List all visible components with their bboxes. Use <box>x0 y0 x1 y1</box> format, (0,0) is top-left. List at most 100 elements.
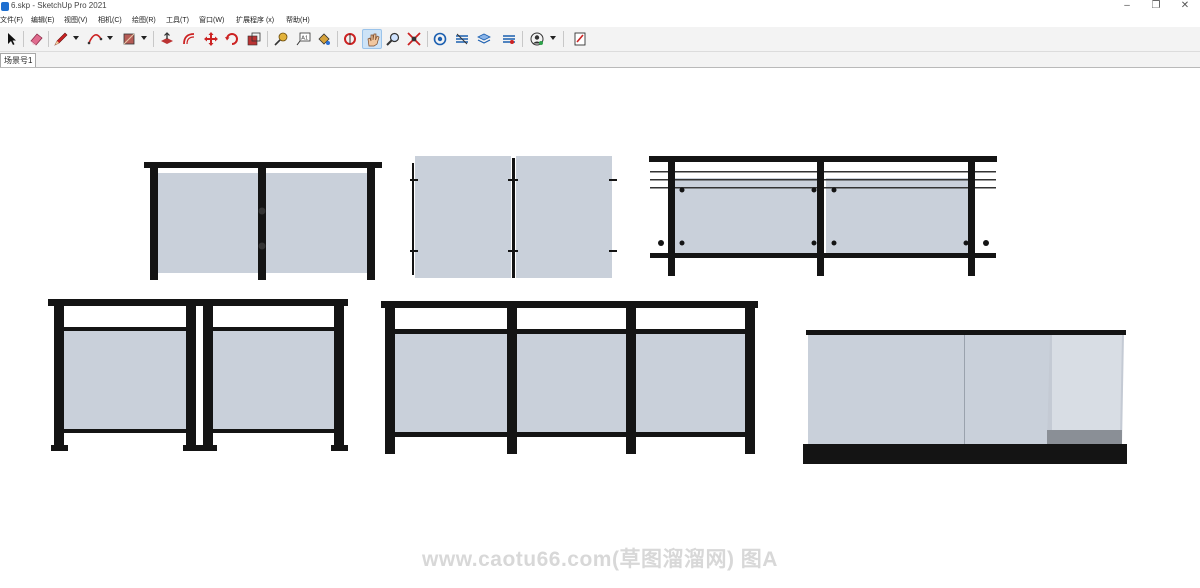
menu-view[interactable]: 视图(V) <box>64 17 88 24</box>
glass-clamp <box>679 240 685 246</box>
mid-rail <box>208 327 339 331</box>
glass-panel <box>516 333 628 433</box>
glass-clamp <box>258 207 266 215</box>
glass-clamp <box>811 240 817 246</box>
post <box>334 306 344 449</box>
bottom-rail <box>208 429 339 433</box>
glass-panel <box>63 330 188 430</box>
send-to-layout-button[interactable] <box>570 29 590 49</box>
shape-dropdown-icon[interactable] <box>141 36 147 40</box>
glass-clamp <box>508 179 518 181</box>
menu-tools[interactable]: 工具(T) <box>166 17 189 24</box>
top-rail <box>806 330 1126 335</box>
push-pull-tool-button[interactable] <box>157 29 177 49</box>
arc-tool-icon <box>87 34 103 45</box>
post <box>385 308 395 454</box>
offset-tool-button[interactable] <box>179 29 199 49</box>
orbit-tool-icon <box>344 33 356 45</box>
post <box>54 306 64 449</box>
post-base <box>331 445 348 451</box>
glass-clamp <box>983 240 989 246</box>
push-pull-tool-icon <box>161 32 173 44</box>
account-button[interactable] <box>527 29 547 49</box>
post <box>968 162 975 276</box>
railing-model-4[interactable] <box>48 299 348 451</box>
extension-warehouse-button[interactable] <box>452 29 472 49</box>
pan-tool-button[interactable] <box>362 29 382 49</box>
glass-clamp <box>410 179 418 181</box>
menu-help[interactable]: 帮助(H) <box>286 17 310 24</box>
railing-model-6[interactable] <box>803 330 1127 464</box>
railing-model-view[interactable] <box>0 68 1200 588</box>
glass-panel <box>266 173 368 273</box>
railing-model-2[interactable] <box>410 156 617 278</box>
post <box>512 158 515 278</box>
glass-panel <box>212 330 335 430</box>
post <box>186 306 196 449</box>
menu-file[interactable]: 文件(F) <box>0 17 23 24</box>
account-dropdown-icon[interactable] <box>550 36 556 40</box>
zoom-tool-button[interactable] <box>383 29 403 49</box>
watermark-text: www.caotu66.com(草图溜溜网) 图A <box>422 548 778 571</box>
glass-clamp <box>410 250 418 252</box>
menu-edit[interactable]: 编辑(E) <box>31 17 55 24</box>
mid-rail <box>60 327 192 331</box>
tape-measure-tool-icon <box>274 32 288 46</box>
zoom-tool-icon <box>386 32 400 46</box>
zoom-extents-tool-button[interactable] <box>404 29 424 49</box>
glass-clamp <box>831 187 837 193</box>
post <box>258 168 266 280</box>
menu-draw[interactable]: 绘图(R) <box>132 17 156 24</box>
glass-clamp <box>658 240 664 246</box>
rectangle-tool-icon <box>123 33 135 45</box>
post <box>745 308 755 454</box>
railing-model-3[interactable] <box>649 156 997 276</box>
rectangle-tool-button[interactable] <box>119 29 139 49</box>
layout-send-button[interactable] <box>474 29 494 49</box>
glass-clamp <box>811 187 817 193</box>
scale-tool-icon <box>247 32 261 46</box>
railing-model-5[interactable] <box>381 301 758 454</box>
minimize-button[interactable]: – <box>1124 0 1130 11</box>
close-button[interactable]: ✕ <box>1180 0 1190 11</box>
text-tool-icon: A1 <box>296 32 311 46</box>
tape-measure-tool-button[interactable] <box>271 29 291 49</box>
text-tool-button[interactable]: A1 <box>293 29 313 49</box>
3d-warehouse-button[interactable] <box>430 29 450 49</box>
post-base <box>183 445 200 451</box>
post <box>367 168 375 280</box>
extension-manager-button[interactable] <box>499 29 519 49</box>
glass-panel <box>158 173 261 273</box>
post <box>817 162 824 276</box>
line-dropdown-icon[interactable] <box>73 36 79 40</box>
title-bar: 6.skp - SketchUp Pro 2021 – ❐ ✕ <box>0 0 1200 14</box>
rotate-tool-button[interactable] <box>222 29 242 49</box>
orbit-tool-button[interactable] <box>340 29 360 49</box>
menu-camera[interactable]: 相机(C) <box>98 17 122 24</box>
bottom-rail <box>60 429 192 433</box>
paint-bucket-tool-button[interactable] <box>314 29 334 49</box>
menu-window[interactable]: 窗口(W) <box>199 17 225 24</box>
railing-model-1[interactable] <box>144 162 382 280</box>
eraser-tool-button[interactable] <box>26 29 46 49</box>
glass-clamp <box>609 250 617 252</box>
pan-tool-icon <box>367 33 380 47</box>
drawing-viewport[interactable]: www.caotu66.com(草图溜溜网) 图A <box>0 68 1200 588</box>
send-to-layout-icon <box>574 32 586 46</box>
scene-tab-1[interactable]: 场景号1 <box>0 53 37 67</box>
post <box>203 306 213 449</box>
move-tool-button[interactable] <box>201 29 221 49</box>
select-tool-button[interactable] <box>1 29 21 49</box>
extension-warehouse-icon <box>456 33 468 45</box>
menu-extensions[interactable]: 扩展程序 (x) <box>236 17 275 24</box>
glass-clamp <box>963 240 969 246</box>
paint-bucket-tool-icon <box>318 33 330 45</box>
pencil-line-tool-button[interactable] <box>51 29 71 49</box>
move-tool-icon <box>204 32 218 46</box>
maximize-button[interactable]: ❐ <box>1151 0 1161 11</box>
scale-tool-button[interactable] <box>244 29 264 49</box>
glass-panel <box>808 334 1050 444</box>
arc-tool-button[interactable] <box>85 29 105 49</box>
layout-send-icon <box>477 33 491 44</box>
arc-dropdown-icon[interactable] <box>107 36 113 40</box>
